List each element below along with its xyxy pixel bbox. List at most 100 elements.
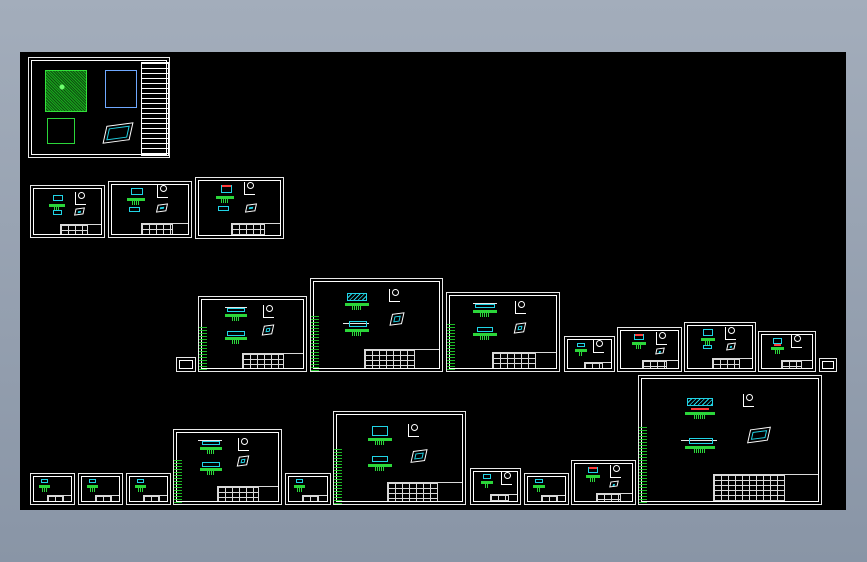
workpiece-view-2 [218, 206, 229, 211]
sheet-process-card-5[interactable] [198, 296, 307, 372]
workpiece-view [535, 479, 543, 483]
workpiece-view [703, 329, 713, 336]
cutter-icon [515, 301, 526, 314]
title-block [387, 481, 463, 502]
fixture-base [127, 198, 145, 205]
cutter-icon [593, 340, 604, 353]
sheet-sidebar [311, 315, 319, 371]
cutter-icon [791, 335, 802, 348]
sheet-process-card-6[interactable] [310, 278, 443, 372]
workpiece-view [577, 343, 585, 347]
cutter-icon [157, 185, 168, 198]
title-block [302, 495, 328, 502]
fixture-base-2 [685, 446, 715, 453]
sheet-sidebar [334, 448, 342, 504]
sheet-frame [179, 360, 193, 369]
fixture-base [39, 485, 50, 492]
machined-surface-highlight [222, 185, 231, 187]
sheet-process-card-16[interactable] [173, 429, 282, 505]
cutter-icon [656, 332, 667, 345]
workpiece-view-2 [689, 438, 713, 444]
fixture-base [481, 481, 493, 488]
sheet-process-card-17[interactable] [285, 473, 331, 505]
title-block [230, 222, 281, 236]
workpiece-view-2 [129, 207, 140, 212]
sheet-process-card-4[interactable] [176, 357, 196, 372]
workpiece-view [89, 479, 96, 483]
sheet-process-card-1[interactable] [30, 185, 105, 238]
machined-surface-highlight [774, 344, 781, 346]
cutter-icon [725, 327, 736, 340]
sheet-sidebar [447, 324, 455, 371]
fixture-base [345, 303, 369, 310]
machined-surface-highlight [691, 408, 709, 410]
title-block [492, 351, 557, 369]
fixture-base [533, 485, 545, 492]
fixture-base [49, 204, 65, 211]
workpiece-view [53, 195, 63, 201]
sheet-process-card-21[interactable] [571, 460, 636, 505]
dimension-line [681, 440, 717, 441]
fixture-base [294, 485, 305, 492]
sheet-process-card-15[interactable] [126, 473, 171, 505]
fixture-base [87, 485, 98, 492]
fixture-base [135, 485, 146, 492]
sheet-process-card-7[interactable] [446, 292, 560, 372]
sheet-process-card-10[interactable] [684, 322, 756, 372]
workpiece-view [131, 188, 143, 195]
workpiece-view [296, 479, 303, 483]
cutter-icon [263, 305, 274, 318]
fixture-base [575, 349, 587, 356]
sheet-process-card-12[interactable] [819, 358, 837, 372]
fixture-base [225, 314, 247, 321]
workpiece-view [227, 308, 245, 312]
sheet-process-card-14[interactable] [78, 473, 123, 505]
fixture-base-2 [200, 468, 222, 475]
title-block [780, 360, 813, 369]
title-block [364, 348, 440, 369]
sheet-process-card-18[interactable] [333, 411, 466, 505]
cutter-icon [244, 182, 255, 195]
dimension-line [473, 303, 497, 304]
fixture-base [771, 347, 784, 354]
workpiece-view [475, 304, 495, 308]
cutter-icon [501, 472, 512, 485]
cutter-icon [408, 424, 419, 437]
sheet-process-card-22[interactable] [638, 375, 822, 505]
cutter-icon [238, 438, 249, 451]
dimension-line [343, 323, 369, 324]
sheet-process-card-3[interactable] [195, 177, 284, 239]
title-block [712, 358, 753, 369]
workpiece-view-2 [372, 456, 388, 462]
sheet-sidebar [199, 326, 207, 371]
assembly-view-top-left [45, 70, 87, 112]
sheet-sidebar [174, 459, 182, 504]
workpiece-view [483, 474, 491, 479]
sheet-process-card-13[interactable] [30, 473, 75, 505]
sheet-process-card-9[interactable] [617, 327, 682, 372]
sheet-assembly-overview[interactable] [28, 57, 170, 158]
sheet-process-card-11[interactable] [758, 331, 816, 372]
fixture-base [586, 475, 600, 482]
workpiece-view [41, 479, 48, 483]
sheet-process-card-8[interactable] [564, 336, 615, 372]
title-block [642, 359, 679, 369]
workpiece-view [202, 441, 220, 445]
title-block [713, 473, 819, 502]
workpiece-view-2 [227, 331, 245, 336]
machined-surface-highlight [635, 334, 643, 336]
title-block [47, 495, 72, 502]
workpiece-view [137, 479, 144, 483]
sheet-process-card-2[interactable] [108, 181, 192, 238]
sheet-process-card-20[interactable] [524, 473, 569, 505]
fixture-base-2 [345, 329, 369, 336]
sheet-process-card-19[interactable] [470, 468, 521, 505]
title-block [583, 361, 612, 369]
fixture-base-2 [368, 464, 392, 471]
title-block [241, 352, 304, 369]
fixture-base [473, 310, 497, 317]
drawing-canvas[interactable] [20, 52, 846, 510]
fixture-base [685, 412, 715, 419]
title-block [141, 222, 189, 235]
workpiece-view [773, 338, 782, 344]
